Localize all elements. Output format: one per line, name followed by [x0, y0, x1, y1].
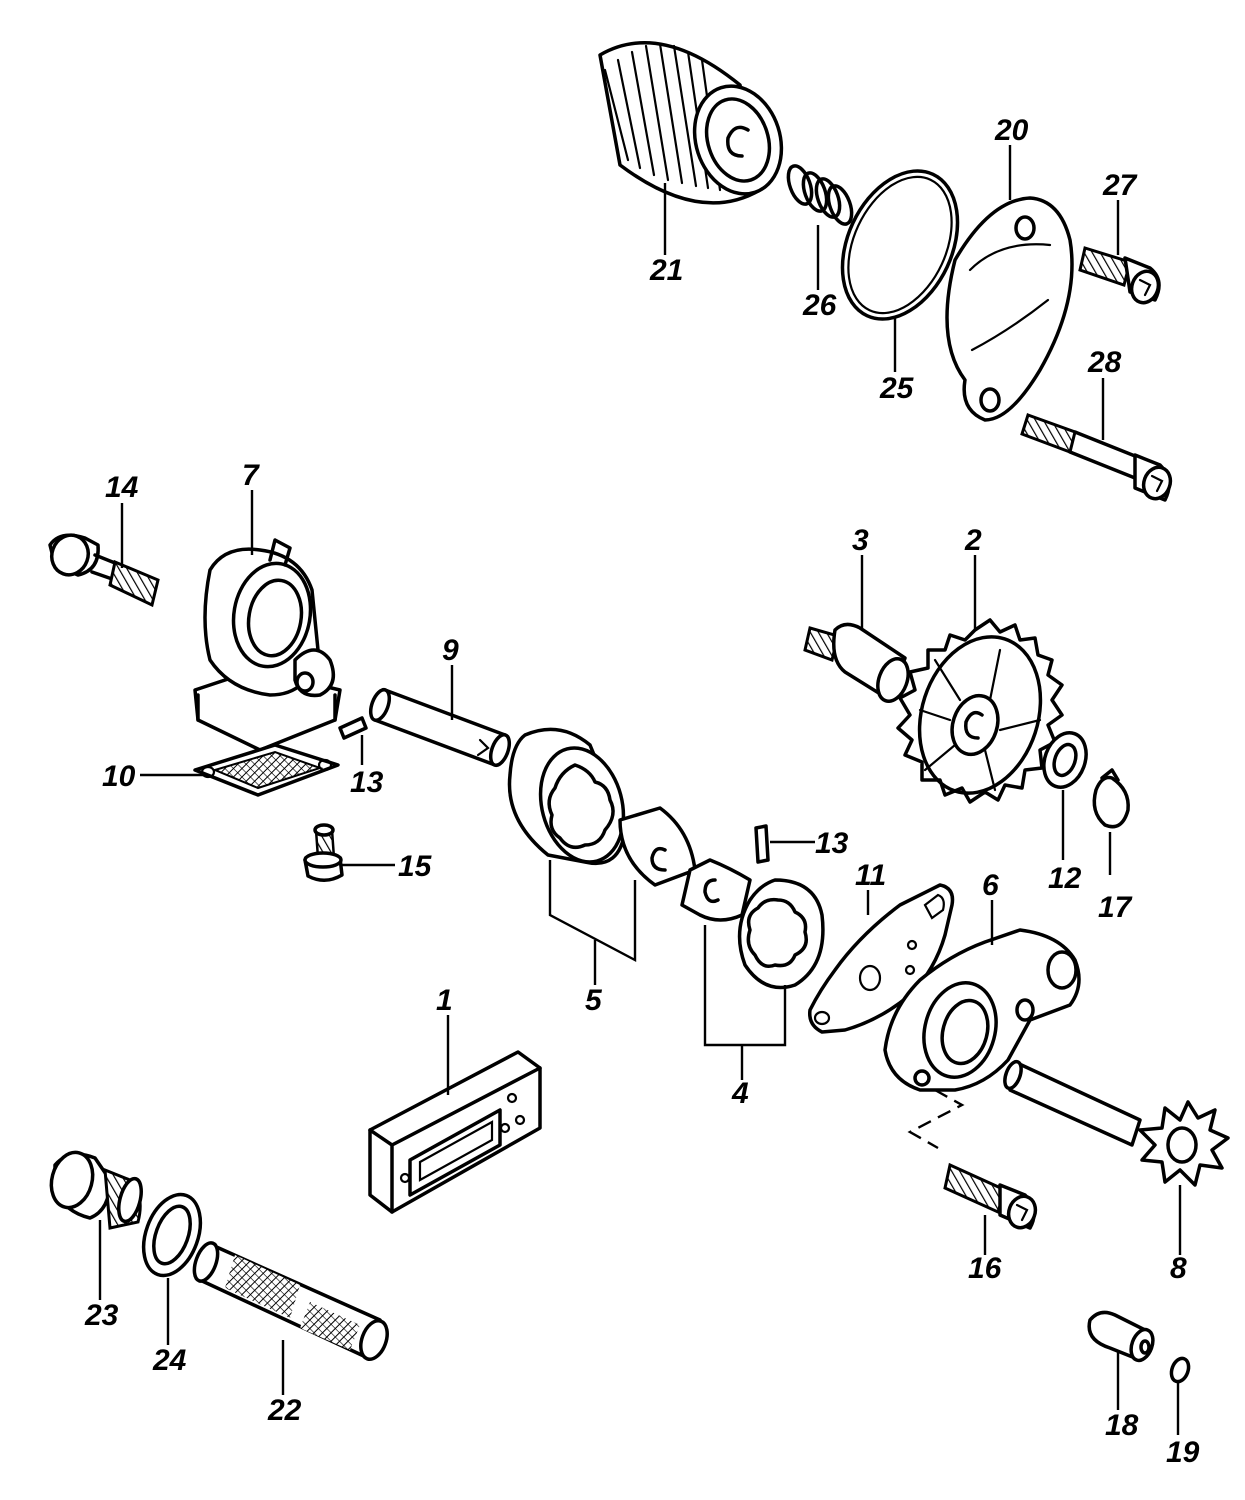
leader-lines — [98, 145, 1182, 1435]
spring-26 — [786, 164, 854, 226]
label-part-16: 16 — [968, 1252, 1002, 1285]
label-part-18: 18 — [1105, 1409, 1139, 1442]
label-part-12: 12 — [1048, 862, 1082, 895]
gasket-plate-1 — [368, 1050, 542, 1214]
bolt-27 — [1078, 246, 1161, 305]
drive-shaft-gear-8 — [1003, 1059, 1230, 1187]
pin-13a — [338, 716, 368, 740]
label-part-7: 7 — [242, 459, 260, 492]
o-ring-25 — [840, 169, 960, 321]
label-part-28: 28 — [1087, 346, 1122, 379]
label-part-2: 2 — [964, 524, 982, 557]
label-part-17: 17 — [1098, 891, 1133, 924]
label-part-8: 8 — [1170, 1252, 1187, 1285]
label-part-27: 27 — [1102, 169, 1138, 202]
label-part-19: 19 — [1166, 1436, 1200, 1469]
label-part-10: 10 — [102, 760, 136, 793]
label-part-13a: 13 — [350, 766, 384, 799]
label-part-6: 6 — [982, 869, 999, 902]
strainer-housing-7 — [193, 538, 342, 752]
drain-plug-23 — [49, 1150, 143, 1230]
label-part-3: 3 — [852, 524, 869, 557]
o-ring-19 — [1169, 1356, 1191, 1384]
gear-2 — [896, 618, 1064, 804]
shaft-9 — [368, 687, 512, 768]
washer-24 — [141, 1192, 203, 1278]
filter-cap-20 — [945, 196, 1074, 422]
pump-body-6 — [883, 928, 1081, 1092]
rotor-set-4 — [680, 858, 825, 990]
label-part-4: 4 — [731, 1077, 749, 1110]
part-labels: 1 2 3 4 5 6 7 8 9 10 11 12 13 13 14 15 1… — [84, 114, 1200, 1469]
rotor-set-5 — [507, 727, 697, 887]
pin-13b — [754, 824, 770, 864]
label-part-22: 22 — [267, 1394, 302, 1427]
stud-shaft-3 — [803, 622, 910, 703]
label-part-24: 24 — [152, 1344, 187, 1377]
label-part-25: 25 — [879, 372, 915, 405]
bolt-14 — [48, 533, 160, 608]
fitting-18 — [1087, 1310, 1155, 1363]
label-part-20: 20 — [994, 114, 1029, 147]
label-part-23: 23 — [84, 1299, 119, 1332]
circlip-17 — [1092, 768, 1130, 829]
strainer-tube-22 — [192, 1241, 389, 1361]
label-part-11: 11 — [855, 859, 886, 892]
strainer-screen-10 — [193, 743, 340, 797]
label-part-21: 21 — [649, 254, 683, 287]
plate-11 — [808, 883, 955, 1034]
label-part-1: 1 — [436, 984, 453, 1017]
screw-15 — [303, 823, 344, 882]
bolt-28 — [1020, 413, 1173, 502]
label-part-9: 9 — [442, 634, 459, 667]
label-part-26: 26 — [802, 289, 837, 322]
washer-12 — [1042, 731, 1088, 789]
screw-16 — [943, 1162, 1038, 1230]
label-part-13b: 13 — [815, 827, 849, 860]
label-part-5: 5 — [585, 984, 603, 1017]
label-part-14: 14 — [105, 471, 139, 504]
oil-filter-21 — [598, 41, 784, 205]
label-part-15: 15 — [398, 850, 433, 883]
